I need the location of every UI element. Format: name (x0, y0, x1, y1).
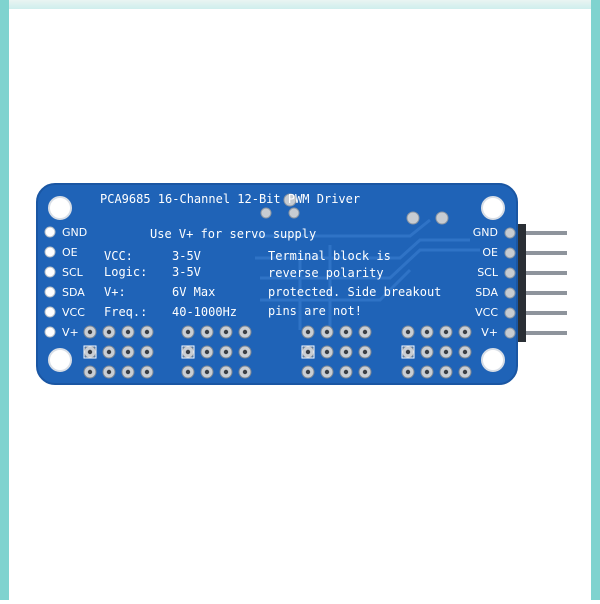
servo-pad-hole (223, 369, 229, 375)
left-side-pads (44, 226, 56, 338)
pin1-marker (83, 345, 97, 359)
pin1-marker (401, 345, 415, 359)
right-pin-sda: SDA (475, 286, 498, 299)
servo-pad-hole (362, 369, 368, 375)
left-pin-vplus: V+ (62, 326, 79, 339)
image-frame-right (591, 0, 600, 600)
servo-pad-hole (343, 349, 349, 355)
servo-pad-hole (362, 329, 368, 335)
board-title: PCA9685 16-Channel 12-Bit PWM Driver (100, 192, 360, 206)
spec-value-vcc: 3-5V (172, 249, 201, 263)
supply-note: Use V+ for servo supply (150, 227, 316, 241)
servo-pad-hole (462, 329, 468, 335)
servo-pad-hole (405, 349, 411, 355)
servo-pad-hole (204, 329, 210, 335)
pcb-traces (255, 218, 480, 330)
servo-pad-hole (144, 369, 150, 375)
note-line-4: pins are not! (268, 304, 362, 318)
servo-pad-hole (106, 349, 112, 355)
servo-pad-hole (324, 349, 330, 355)
servo-pad-hole (87, 329, 93, 335)
servo-pad-hole (242, 329, 248, 335)
right-header-pins (512, 224, 567, 342)
spec-value-freq: 40-1000Hz (172, 305, 237, 319)
servo-pad-hole (185, 329, 191, 335)
servo-pad-hole (424, 329, 430, 335)
servo-pad-hole (106, 329, 112, 335)
servo-pad-hole (443, 369, 449, 375)
left-pin-gnd: GND (62, 226, 87, 239)
servo-header-pads (83, 325, 472, 379)
spec-label-freq: Freq.: (104, 305, 147, 319)
servo-pad-hole (324, 369, 330, 375)
spec-table: VCC: 3-5V Logic: 3-5V V+: 6V Max Freq.: … (104, 249, 237, 319)
servo-pad-hole (223, 349, 229, 355)
servo-pad-hole (362, 349, 368, 355)
left-pin-oe: OE (62, 246, 78, 259)
note-line-2: reverse polarity (268, 266, 384, 280)
pcb-body (36, 183, 518, 385)
servo-pad-hole (185, 369, 191, 375)
servo-pad-hole (204, 349, 210, 355)
servo-pad-hole (405, 369, 411, 375)
right-pin-scl: SCL (477, 266, 499, 279)
pin1-marker (181, 345, 195, 359)
servo-pad-hole (424, 369, 430, 375)
servo-pad-hole (343, 329, 349, 335)
note-line-3: protected. Side breakout (268, 285, 441, 299)
right-pin-oe: OE (482, 246, 498, 259)
spec-label-vplus: V+: (104, 285, 126, 299)
servo-pad-hole (87, 369, 93, 375)
right-pin-vcc: VCC (475, 306, 498, 319)
servo-pad-hole (204, 369, 210, 375)
image-frame-left (0, 0, 9, 600)
mounting-holes (48, 196, 505, 372)
right-pin-labels: GND OE SCL SDA VCC V+ (473, 226, 499, 339)
servo-pad-hole (242, 369, 248, 375)
servo-pad-hole (305, 369, 311, 375)
servo-pad-hole (87, 349, 93, 355)
servo-pad-hole (343, 369, 349, 375)
servo-pad-hole (125, 349, 131, 355)
servo-pad-hole (462, 369, 468, 375)
servo-pad-hole (125, 329, 131, 335)
servo-pad-hole (144, 349, 150, 355)
vias (260, 193, 449, 225)
spec-label-logic: Logic: (104, 265, 147, 279)
servo-pad-hole (185, 349, 191, 355)
right-side-pads (504, 227, 516, 339)
left-pin-scl: SCL (62, 266, 84, 279)
servo-pad-hole (305, 329, 311, 335)
spec-value-vplus: 6V Max (172, 285, 215, 299)
left-pin-sda: SDA (62, 286, 85, 299)
right-pin-gnd: GND (473, 226, 498, 239)
servo-pad-hole (443, 329, 449, 335)
right-pin-vplus: V+ (481, 326, 498, 339)
note-line-1: Terminal block is (268, 249, 391, 263)
servo-pad-hole (324, 329, 330, 335)
image-frame-top (0, 0, 600, 9)
servo-pad-hole (462, 349, 468, 355)
left-pin-labels: GND OE SCL SDA VCC V+ (62, 226, 87, 339)
servo-pad-hole (125, 369, 131, 375)
spec-label-vcc: VCC: (104, 249, 133, 263)
left-pin-vcc: VCC (62, 306, 85, 319)
spec-value-logic: 3-5V (172, 265, 201, 279)
pin1-marker (301, 345, 315, 359)
servo-pad-hole (106, 369, 112, 375)
servo-pad-hole (405, 329, 411, 335)
polarity-note: Terminal block is reverse polarity prote… (268, 249, 441, 318)
servo-pad-hole (424, 349, 430, 355)
servo-pad-hole (242, 349, 248, 355)
servo-pad-hole (305, 349, 311, 355)
servo-pad-hole (144, 329, 150, 335)
servo-pad-hole (443, 349, 449, 355)
servo-pad-hole (223, 329, 229, 335)
